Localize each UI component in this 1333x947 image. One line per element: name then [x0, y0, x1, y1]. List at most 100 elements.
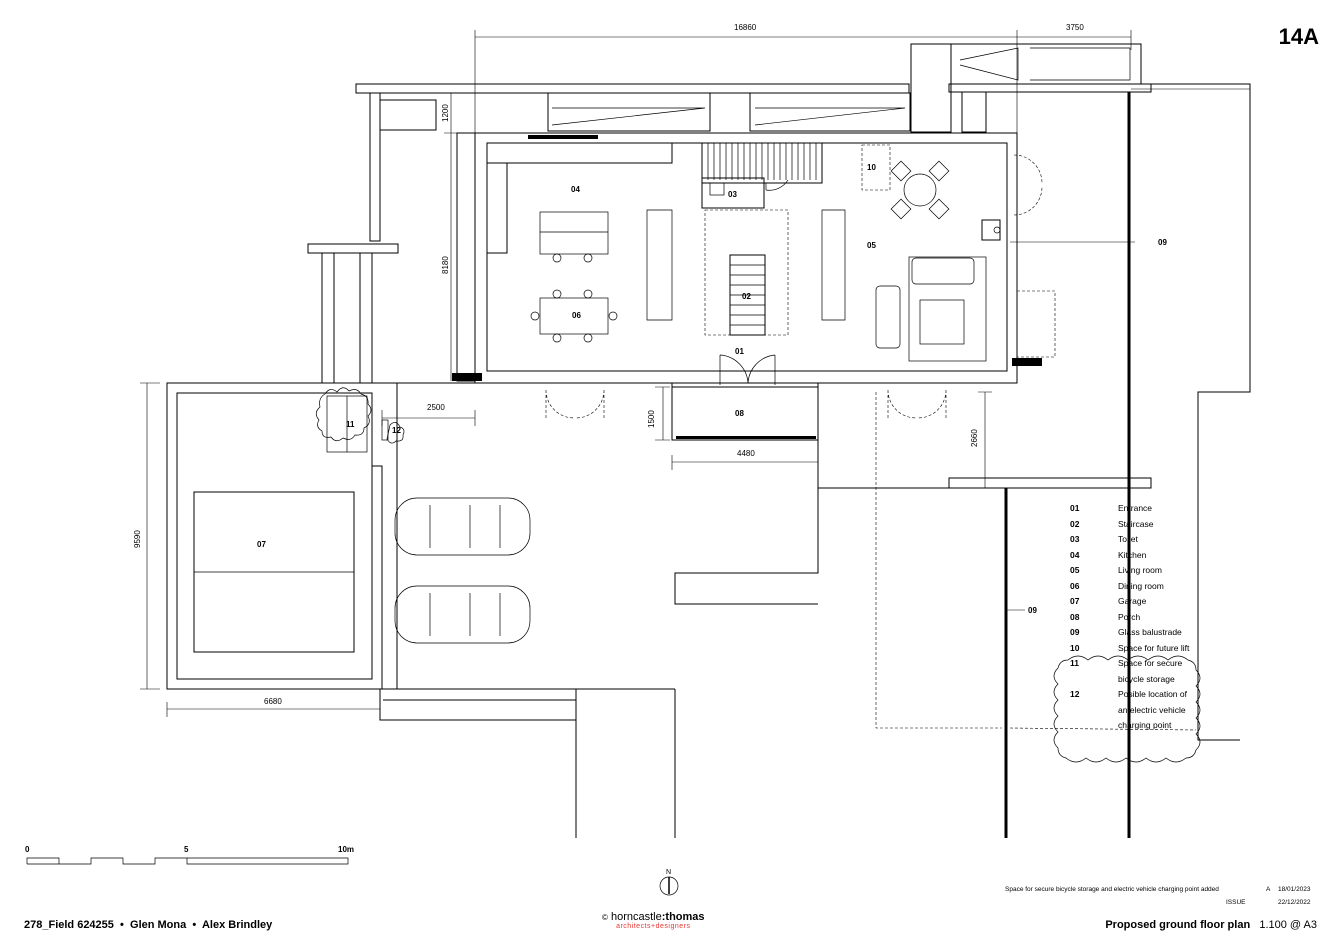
project-location: Glen Mona — [130, 919, 187, 931]
legend-label: bicycle storage — [1118, 673, 1175, 684]
room-tag-04: 04 — [571, 185, 580, 194]
north-arrow: N — [659, 869, 679, 896]
dim-8180: 8180 — [441, 256, 450, 274]
dim-1200: 1200 — [441, 104, 450, 122]
room-tag-12: 12 — [392, 426, 401, 435]
scale-label-10m: 10m — [338, 845, 354, 854]
drawing-title: Proposed ground floor plan — [1105, 919, 1251, 931]
legend-row: 11 Space for secure — [1070, 658, 1210, 674]
legend-revision-cloud — [1053, 655, 1201, 763]
legend-label: Living room — [1118, 565, 1162, 575]
room-tag-03: 03 — [728, 190, 737, 199]
issue-date: 22/12/2022 — [1278, 899, 1311, 906]
legend-label: Space for secure — [1118, 658, 1183, 668]
legend-label: Kitchen — [1118, 549, 1147, 560]
room-tag-10: 10 — [867, 163, 876, 172]
legend-code: 02 — [1070, 518, 1080, 529]
legend-code: 07 — [1070, 596, 1080, 606]
legend-row: 05 Living room — [1070, 565, 1210, 581]
project-ref: 278_Field 624255 — [24, 919, 114, 931]
separator-2: • — [192, 919, 197, 931]
legend-label: Dining room — [1118, 580, 1164, 591]
legend-row: an electric vehicle — [1070, 705, 1210, 721]
dimension-lines — [140, 30, 1250, 717]
legend-label: Staircase — [1118, 518, 1154, 529]
copyright-mark: © — [602, 913, 608, 922]
legend-row: charging point — [1070, 720, 1210, 736]
legend-label: Entrance — [1118, 503, 1153, 513]
dim-2500: 2500 — [427, 403, 445, 412]
room-tag-01: 01 — [735, 347, 744, 356]
room-tag-11: 11 — [346, 420, 355, 429]
upper-terrace — [307, 43, 1251, 741]
legend-label: Posible location of — [1118, 689, 1187, 699]
scale-label-5: 5 — [184, 845, 189, 854]
dim-2660: 2660 — [970, 429, 979, 447]
car-top — [394, 497, 531, 556]
legend-label: an electric vehicle — [1118, 704, 1186, 715]
legend-row: 08 Porch — [1070, 612, 1210, 628]
project-info: 278_Field 624255 • Glen Mona • Alex Brin… — [24, 919, 272, 931]
legend-row: 04 Kitchen — [1070, 550, 1210, 566]
firm-logo: © horncastle:thomas architects+designers — [602, 911, 705, 931]
scale-label-0: 0 — [25, 845, 30, 854]
legend-row: bicycle storage — [1070, 674, 1210, 690]
room-tag-09-upper: 09 — [1158, 238, 1167, 247]
dim-9590: 9590 — [133, 530, 142, 548]
issue-label: ISSUE — [1226, 899, 1246, 906]
room-tag-05: 05 — [867, 241, 876, 250]
room-tag-02: 02 — [742, 292, 751, 301]
legend-row: 01 Entrance — [1070, 503, 1210, 519]
legend-code — [1070, 705, 1118, 721]
legend-row: 03 Toilet — [1070, 534, 1210, 550]
room-tag-06: 06 — [572, 311, 581, 320]
dim-3750: 3750 — [1066, 23, 1084, 32]
legend-code: 04 — [1070, 549, 1080, 560]
house-walls — [452, 132, 1042, 388]
dim-16860: 16860 — [734, 23, 757, 32]
separator-1: • — [120, 919, 124, 931]
doors — [545, 154, 1056, 419]
legend-code: 05 — [1070, 565, 1080, 575]
sheet-number: 14A — [1278, 24, 1319, 49]
revision-date: 18/01/2023 — [1278, 886, 1311, 893]
legend-code — [1070, 674, 1118, 690]
furniture — [530, 160, 1001, 362]
project-client: Alex Brindley — [201, 919, 273, 931]
legend-code: 12 — [1070, 689, 1080, 699]
legend-label: Toilet — [1118, 534, 1138, 544]
legend-label: Space for future lift — [1118, 642, 1190, 653]
legend-row: 09 Glass balustrade — [1070, 627, 1210, 643]
revision-code: A — [1266, 886, 1271, 893]
dim-4480: 4480 — [737, 449, 755, 458]
legend-label: Glass balustrade — [1118, 627, 1182, 637]
legend-code: 01 — [1070, 503, 1080, 513]
room-tag-09-lower: 09 — [1028, 606, 1037, 615]
room-legend: 01 Entrance 02 Staircase 03 Toilet 04 Kitchen 05… — [1070, 503, 1210, 736]
firm-tagline: architects+designers — [616, 923, 691, 930]
legend-label: charging point — [1118, 720, 1172, 730]
room-tag-07: 07 — [257, 540, 266, 549]
room-tag-08: 08 — [735, 409, 744, 418]
legend-row: 10 Space for future lift — [1070, 643, 1210, 659]
legend-code: 09 — [1070, 627, 1080, 637]
drawing-title-block: Proposed ground floor plan 1.100 @ A3 — [1105, 919, 1317, 931]
dim-1500: 1500 — [647, 410, 656, 428]
drawing-scale: 1.100 @ A3 — [1259, 919, 1317, 931]
car-bottom — [394, 585, 531, 644]
legend-code: 10 — [1070, 642, 1080, 653]
legend-code: 03 — [1070, 534, 1080, 544]
legend-code: 11 — [1070, 658, 1079, 668]
porch-garage — [166, 92, 1197, 838]
firm-name-bold: :thomas — [661, 911, 705, 923]
legend-label: Porch — [1118, 611, 1141, 622]
legend-row: 12 Posible location of — [1070, 689, 1210, 705]
legend-code: 08 — [1070, 611, 1080, 622]
dim-6680: 6680 — [264, 697, 282, 706]
firm-name-light: horncastle — [610, 911, 662, 923]
legend-row: 02 Staircase — [1070, 519, 1210, 535]
legend-code — [1070, 720, 1118, 736]
